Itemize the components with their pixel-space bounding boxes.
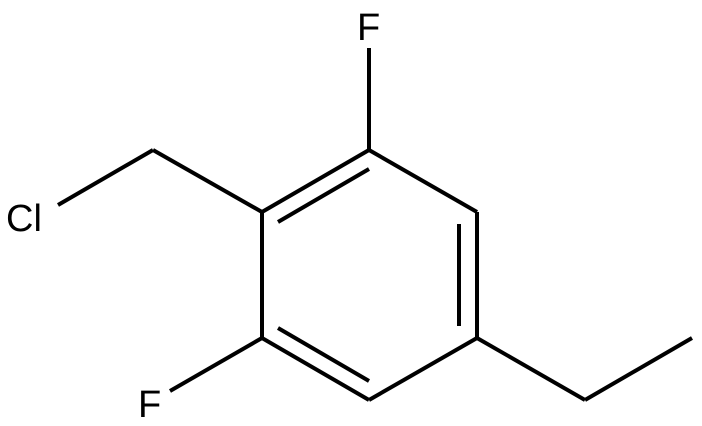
fluorine-top-label: F	[357, 7, 380, 49]
fluorine-bottom-label: F	[138, 384, 161, 426]
bond-ch2-to-chlorine	[56, 148, 155, 207]
chlorine-label: Cl	[6, 198, 42, 240]
bond-ring-to-ethyl-ch2	[476, 336, 586, 402]
ring-bond-c2-c3	[368, 148, 478, 214]
ring-double-bond-inner-bottom	[276, 326, 371, 383]
ring-bond-c1-c2	[260, 148, 371, 214]
bond-ethyl-ch2-to-ch3	[583, 336, 694, 402]
ring-bond-c4-c5	[368, 336, 478, 402]
benzene-ring	[260, 148, 479, 402]
ring-double-bond-inner-top	[276, 167, 371, 224]
bond-to-fluorine-bottom	[169, 336, 263, 393]
bond-ring-to-ch2	[152, 148, 263, 214]
ring-bond-c5-c6	[260, 336, 371, 402]
